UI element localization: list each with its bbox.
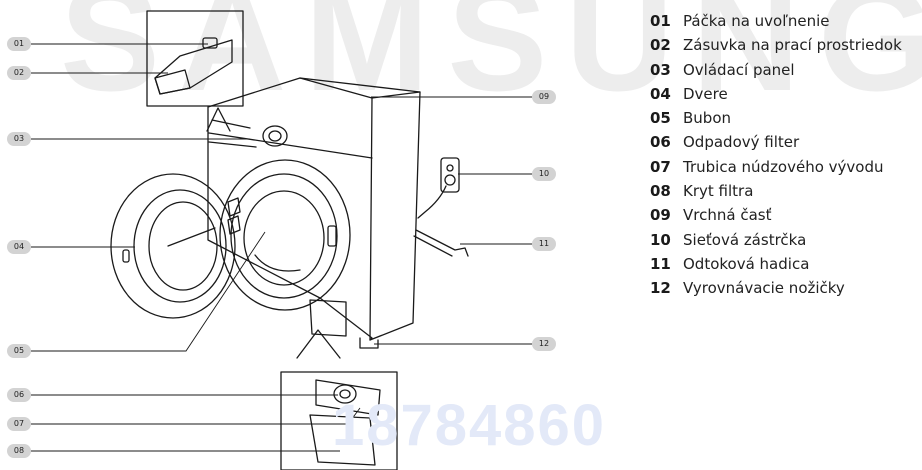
door-handle [122, 249, 130, 263]
legend-label: Zásuvka na prací prostriedok [683, 36, 902, 55]
legend-number: 05 [650, 109, 671, 128]
filter-knob-inner [339, 389, 351, 399]
legend-item: 08 Kryt filtra [650, 179, 902, 203]
legend-item: 12 Vyrovnávacie nožičky [650, 276, 902, 300]
detail-box-top [146, 10, 244, 107]
drain-hose [415, 229, 469, 257]
legend-number: 01 [650, 12, 671, 30]
socket-hole [446, 164, 454, 172]
door-glass-inner [148, 201, 218, 291]
legend-label: Trubica núdzového vývodu [683, 157, 884, 176]
callout-badge-06: 06 [7, 388, 31, 402]
filter-knob [333, 384, 357, 404]
leader-line-07 [31, 407, 361, 425]
leveling-foot [359, 337, 379, 349]
door-lock [327, 225, 337, 247]
legend-number: 03 [650, 60, 671, 79]
legend-label: Dvere [683, 84, 728, 103]
release-lever [202, 37, 218, 49]
legend-item: 07 Trubica núdzového vývodu [650, 155, 902, 179]
callout-badge-05: 05 [7, 344, 31, 358]
control-knob-inner [268, 130, 282, 142]
legend-number: 10 [650, 230, 671, 249]
legend-label: Odpadový filter [683, 133, 800, 152]
legend-label: Ovládací panel [683, 60, 795, 79]
wall-socket [440, 157, 460, 193]
control-panel-line [208, 132, 373, 159]
legend-number: 02 [650, 36, 671, 55]
filter-panel [315, 379, 381, 416]
filter-cover [309, 299, 347, 337]
callout-badge-02: 02 [7, 66, 31, 80]
drum-detail [254, 254, 301, 272]
detail-box-bottom [280, 371, 398, 470]
legend-item: 10 Sieťová zástrčka [650, 228, 902, 252]
leader-line-05 [31, 231, 266, 352]
legend-label: Vyrovnávacie nožičky [683, 279, 845, 298]
legend-label: Bubon [683, 109, 732, 128]
legend-number: 12 [650, 279, 671, 298]
legend-label: Sieťová zástrčka [683, 230, 807, 249]
door-hinge [227, 197, 241, 235]
legend-item: 04 Dvere [650, 82, 902, 106]
drum-rim [230, 173, 338, 299]
legend-item: 03 Ovládací panel [650, 58, 902, 82]
legend-item: 06 Odpadový filter [650, 130, 902, 154]
drawer-front [154, 69, 191, 95]
callout-badge-07: 07 [7, 417, 31, 431]
cabinet-side-edge [369, 97, 373, 341]
plug-head [444, 174, 456, 186]
legend-label: Páčka na uvoľnenie [683, 12, 830, 30]
legend-number: 07 [650, 157, 671, 176]
legend-number: 04 [650, 84, 671, 103]
door-outer [110, 173, 236, 319]
parts-legend: 01 Páčka na uvoľnenie 02 Zásuvka na prací p… [650, 9, 902, 301]
legend-number: 11 [650, 254, 671, 273]
cabinet-top-edge [299, 77, 421, 99]
legend-number: 09 [650, 206, 671, 225]
detail-pointer-bottom [296, 329, 341, 359]
legend-number: 08 [650, 182, 671, 201]
legend-label: Vrchná časť [683, 206, 772, 225]
drum-inner [243, 190, 325, 286]
callout-badge-03: 03 [7, 132, 31, 146]
legend-item: 11 Odtoková hadica [650, 252, 902, 276]
legend-item: 09 Vrchná časť [650, 203, 902, 227]
legend-item: 02 Zásuvka na prací prostriedok [650, 33, 902, 57]
door-frame-outer [219, 159, 351, 311]
door-glass-shine [167, 227, 216, 247]
legend-label: Kryt filtra [683, 182, 754, 201]
detergent-drawer-line [211, 119, 251, 129]
callout-badge-11: 11 [532, 237, 556, 251]
drawer-body [154, 39, 233, 95]
door-glass [133, 189, 227, 303]
callout-badge-12: 12 [532, 337, 556, 351]
callout-badge-10: 10 [532, 167, 556, 181]
legend-item: 01 Páčka na uvoľnenie [650, 9, 902, 33]
callout-badge-08: 08 [7, 444, 31, 458]
legend-number: 06 [650, 133, 671, 152]
callout-badge-09: 09 [532, 90, 556, 104]
callout-badge-01: 01 [7, 37, 31, 51]
legend-label: Odtoková hadica [683, 254, 810, 273]
power-cord [417, 185, 447, 219]
legend-item: 05 Bubon [650, 106, 902, 130]
drain-hose-2 [413, 235, 453, 257]
cover-plate [309, 414, 376, 466]
panel-line-2 [208, 141, 257, 148]
callout-badge-04: 04 [7, 240, 31, 254]
control-knob [262, 125, 288, 147]
detail-pointer-top [206, 107, 231, 132]
